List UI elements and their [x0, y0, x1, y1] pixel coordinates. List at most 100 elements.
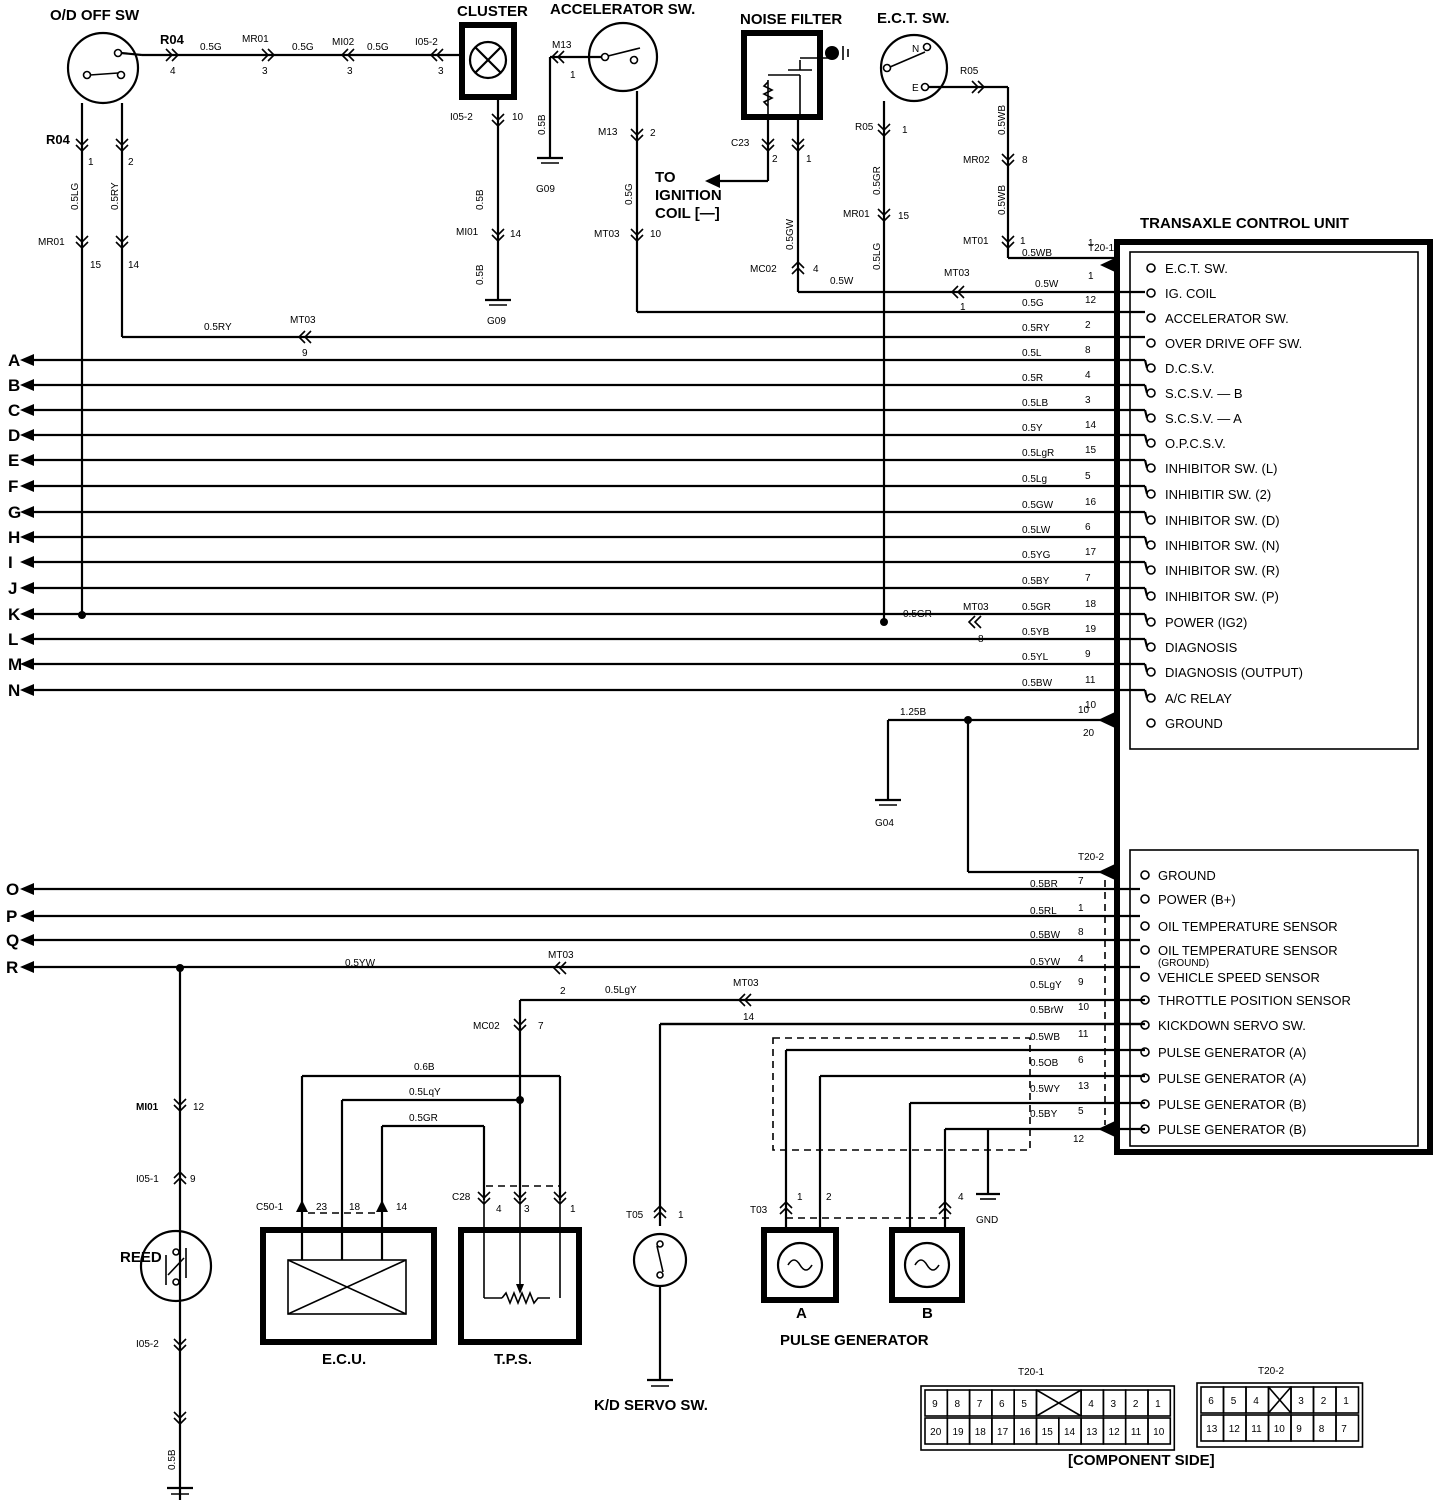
to-ignition-text: IGNITION	[655, 187, 722, 204]
to-ignition-text: COIL [—]	[655, 205, 720, 222]
component-side-label: [COMPONENT SIDE]	[1068, 1452, 1215, 1469]
conn-mt03: MT03	[944, 268, 970, 279]
tcu2-pin-terminal	[1140, 870, 1150, 880]
face-cell-number: 1	[1343, 1396, 1349, 1407]
tcu-pin-terminal	[1146, 338, 1156, 348]
tcu-pin-terminal	[1146, 413, 1156, 423]
pin: 12	[1073, 1134, 1085, 1145]
row-pin: 10	[1078, 705, 1090, 716]
row-join	[1143, 384, 1149, 394]
tcu2-pin-label2: (GROUND)	[1158, 958, 1209, 969]
row-arrow	[20, 608, 34, 620]
row-wire-label: 0.5YG	[1022, 550, 1051, 561]
row-pin: 2	[1085, 320, 1091, 331]
row-wire-label: 0.5BY	[1030, 1109, 1058, 1120]
tcu-pin-terminal	[1146, 667, 1156, 677]
tcu-ground-g04: G04 1.25B 20 12	[875, 258, 1116, 1145]
conn-face-t20-1-title: T20-1	[1018, 1367, 1045, 1378]
row-wire-label: 0.5OB	[1030, 1058, 1059, 1069]
face-cell	[1290, 1414, 1315, 1442]
face-cell-number: 4	[1253, 1396, 1259, 1407]
conn-mt01: MT01	[963, 236, 989, 247]
pin: 1	[902, 125, 908, 136]
row-pin: 5	[1085, 471, 1091, 482]
tcu-pin-terminal	[1146, 438, 1156, 448]
row-wire-label: 0.5W	[1035, 279, 1059, 290]
row-letter: O	[6, 880, 19, 899]
tcu2-pin-terminal	[1140, 1073, 1150, 1083]
tcu-pin-label: INHIBITIR SW. (2)	[1165, 487, 1271, 502]
row-letter: H	[8, 528, 20, 547]
pin: 7	[538, 1021, 544, 1032]
row-join	[1143, 561, 1149, 571]
power-ig2-wire: 0.5GR MT03 8	[903, 602, 989, 645]
conn-m13: M13	[598, 127, 618, 138]
conn-mr01: MR01	[242, 34, 269, 45]
pin: 4	[813, 264, 819, 275]
wire-label: 0.5RY	[204, 322, 232, 333]
face-cell-number: 1	[1155, 1399, 1161, 1410]
pin: 2	[650, 128, 656, 139]
kickdown-servo-switch: T05 1 K/D SERVO SW.	[594, 1022, 1145, 1414]
od-off-switch: O/D OFF SW	[50, 7, 143, 105]
row-pin: 4	[1085, 370, 1091, 381]
pin: 1	[797, 1192, 803, 1203]
row-arrow	[20, 910, 34, 922]
row-join	[1143, 587, 1149, 597]
ground-g09: G09	[536, 184, 555, 195]
tcu-pin-terminal	[1146, 591, 1156, 601]
connector-chevron	[761, 138, 775, 153]
row-wire-label: 0.5L	[1022, 348, 1042, 359]
face-cell-number: 6	[1208, 1396, 1214, 1407]
row-pin: 13	[1078, 1081, 1090, 1092]
face-cell-number: 7	[1341, 1424, 1347, 1435]
tps-title: T.P.S.	[494, 1351, 532, 1368]
pin: 3	[524, 1204, 530, 1215]
tcu-pin-label: ACCELERATOR SW.	[1165, 311, 1289, 326]
tcu-pin-terminal	[1146, 540, 1156, 550]
tcu-pin-terminal	[1146, 718, 1156, 728]
tcu2-pin-label: PULSE GENERATOR (B)	[1158, 1097, 1306, 1112]
row-pin: 14	[1085, 420, 1097, 431]
pulse-generator-title: PULSE GENERATOR	[780, 1332, 929, 1349]
tcu-pin-label: S.C.S.V. — A	[1165, 411, 1242, 426]
row-letter: A	[8, 351, 20, 370]
tps: T.P.S.	[458, 1200, 582, 1368]
ect-switch: E.C.T. SW. N E R05 0.5WB MR02 8 0.5WB MT…	[843, 10, 1115, 626]
connector-chevron	[791, 138, 805, 153]
tcu-pin-label: IG. COIL	[1165, 286, 1216, 301]
row-wire-label: 0.5LW	[1022, 525, 1051, 536]
tcu-pin-terminal	[1146, 489, 1156, 499]
connector-chevron	[491, 113, 505, 128]
row-pin: 1	[1088, 238, 1094, 249]
face-frame	[1196, 1382, 1364, 1448]
row-pin: 5	[1078, 1106, 1084, 1117]
face-cell-number: 11	[1131, 1427, 1142, 1438]
row-wire-label: 0.5YW	[1030, 957, 1061, 968]
conn-r05: R05	[960, 66, 979, 77]
row-arrow	[20, 379, 34, 391]
wire-label: 0.6B	[414, 1062, 435, 1073]
kd-servo-title: K/D SERVO SW.	[594, 1397, 708, 1414]
wire-label: 0.5G	[292, 42, 314, 53]
row-pin: 10	[1078, 1002, 1090, 1013]
tcu-pin-terminal	[1146, 363, 1156, 373]
ground-g09: G09	[487, 316, 506, 327]
tcu2-pin-label: OIL TEMPERATURE SENSOR	[1158, 943, 1338, 958]
row-wire-label: 0.5GR	[1022, 602, 1051, 613]
conn-m13: M13	[552, 40, 572, 51]
row-letter: M	[8, 655, 22, 674]
ect-sw-title: E.C.T. SW.	[877, 10, 950, 27]
row-arrow	[20, 961, 34, 973]
row-arrow	[20, 480, 34, 492]
row-arrow	[20, 658, 34, 670]
row-wire-label: 0.5R	[1022, 373, 1043, 384]
ect-n-label: N	[912, 44, 919, 55]
pin: 15	[898, 211, 910, 222]
noise-filter-title: NOISE FILTER	[740, 11, 842, 28]
wire-label: 0.5B	[167, 1449, 178, 1470]
ecu-title: E.C.U.	[322, 1351, 366, 1368]
